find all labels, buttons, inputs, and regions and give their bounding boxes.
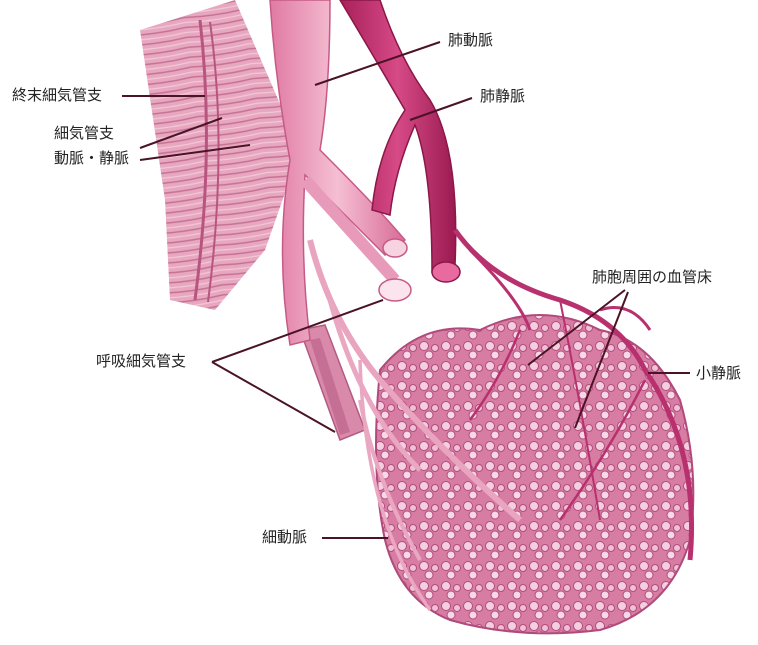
label-artery-vein: 動脈・静脈 <box>54 149 129 167</box>
label-respiratory-bronchiole: 呼吸細気管支 <box>96 352 186 370</box>
label-pulmonary-vein: 肺静脈 <box>480 87 525 105</box>
label-terminal-bronchiole: 終末細気管支 <box>12 86 102 104</box>
alveolar-sac-shape <box>376 315 693 633</box>
label-arteriole: 細動脈 <box>262 528 307 546</box>
label-alveolar-capillary-bed: 肺胞周囲の血管床 <box>592 268 712 286</box>
label-pulmonary-artery: 肺動脈 <box>448 31 493 49</box>
label-venule: 小静脈 <box>696 364 741 382</box>
label-bronchiole: 細気管支 <box>54 124 114 142</box>
